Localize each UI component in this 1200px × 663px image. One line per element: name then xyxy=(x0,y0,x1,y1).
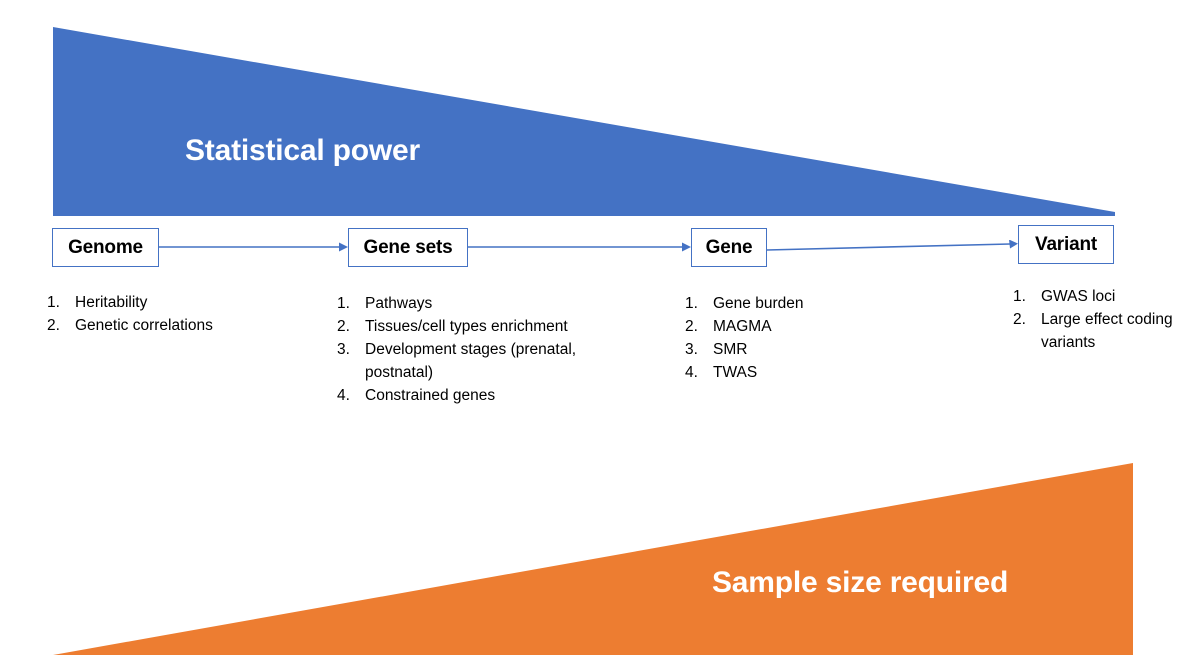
list-item-number: 2. xyxy=(47,316,60,334)
stage-box-gene-sets[interactable]: Gene sets xyxy=(348,228,468,267)
list-item: 4. TWAS xyxy=(685,362,905,385)
list-item-number: 3. xyxy=(685,340,698,358)
list-item-text: MAGMA xyxy=(713,317,772,335)
list-item-number: 2. xyxy=(337,317,350,335)
list-item-text: Genetic correlations xyxy=(75,316,213,334)
stage-box-variant[interactable]: Variant xyxy=(1018,225,1114,264)
list-item: 2. Large effect coding variants xyxy=(1013,309,1198,355)
list-item-text: TWAS xyxy=(713,363,758,381)
list-item-text: Tissues/cell types enrichment xyxy=(365,317,568,335)
list-item: 1. GWAS loci xyxy=(1013,286,1198,309)
stage-label-gene: Gene xyxy=(705,236,753,258)
list-item-number: 3. xyxy=(337,340,350,358)
method-list-gene-sets: 1. Pathways 2. Tissues/cell types enrich… xyxy=(337,293,587,408)
list-item-number: 4. xyxy=(337,386,350,404)
stage-box-genome[interactable]: Genome xyxy=(52,228,159,267)
stage-label-gene-sets: Gene sets xyxy=(363,236,453,258)
stage-label-variant: Variant xyxy=(1035,233,1097,255)
list-item-text: Large effect coding variants xyxy=(1041,310,1173,351)
list-item: 3. SMR xyxy=(685,339,905,362)
sample-size-label: Sample size required xyxy=(712,566,1009,599)
list-item: 3. Development stages (prenatal, postnat… xyxy=(337,339,587,385)
connector-gene-sets-to-gene xyxy=(468,240,692,254)
method-list-variant: 1. GWAS loci 2. Large effect coding vari… xyxy=(1013,286,1198,355)
list-item: 2. Tissues/cell types enrichment xyxy=(337,316,587,339)
method-list-genome: 1. Heritability 2. Genetic correlations xyxy=(47,292,317,338)
list-item-number: 1. xyxy=(337,295,350,312)
list-item-text: Heritability xyxy=(75,294,148,311)
list-item-text: Gene burden xyxy=(713,295,804,312)
list-item: 2. Genetic correlations xyxy=(47,315,317,338)
statistical-power-wedge xyxy=(53,27,1115,216)
list-item: 1. Pathways xyxy=(337,293,587,316)
list-item-number: 2. xyxy=(685,317,698,335)
list-item: 1. Heritability xyxy=(47,292,317,315)
list-item: 4. Constrained genes xyxy=(337,385,587,408)
list-item-text: SMR xyxy=(713,340,748,358)
sample-size-wedge xyxy=(53,463,1133,655)
list-item-number: 2. xyxy=(1013,310,1026,328)
list-item-text: GWAS loci xyxy=(1041,288,1116,305)
list-item-text: Constrained genes xyxy=(365,386,496,404)
connector-gene-to-variant xyxy=(766,239,1019,254)
stage-box-gene[interactable]: Gene xyxy=(691,228,767,267)
stage-label-genome: Genome xyxy=(68,236,143,258)
method-list-gene: 1. Gene burden 2. MAGMA 3. SMR 4. TWAS xyxy=(685,293,905,385)
list-item-number: 1. xyxy=(47,294,60,311)
list-item-text: Pathways xyxy=(365,295,433,312)
statistical-power-label: Statistical power xyxy=(185,134,421,167)
list-item-number: 4. xyxy=(685,363,698,381)
list-item: 2. MAGMA xyxy=(685,316,905,339)
list-item: 1. Gene burden xyxy=(685,293,905,316)
list-item-number: 1. xyxy=(1013,288,1026,305)
list-item-number: 1. xyxy=(685,295,698,312)
list-item-text: Development stages (prenatal, postnatal) xyxy=(365,340,577,381)
connector-genome-to-gene-sets xyxy=(159,240,349,254)
